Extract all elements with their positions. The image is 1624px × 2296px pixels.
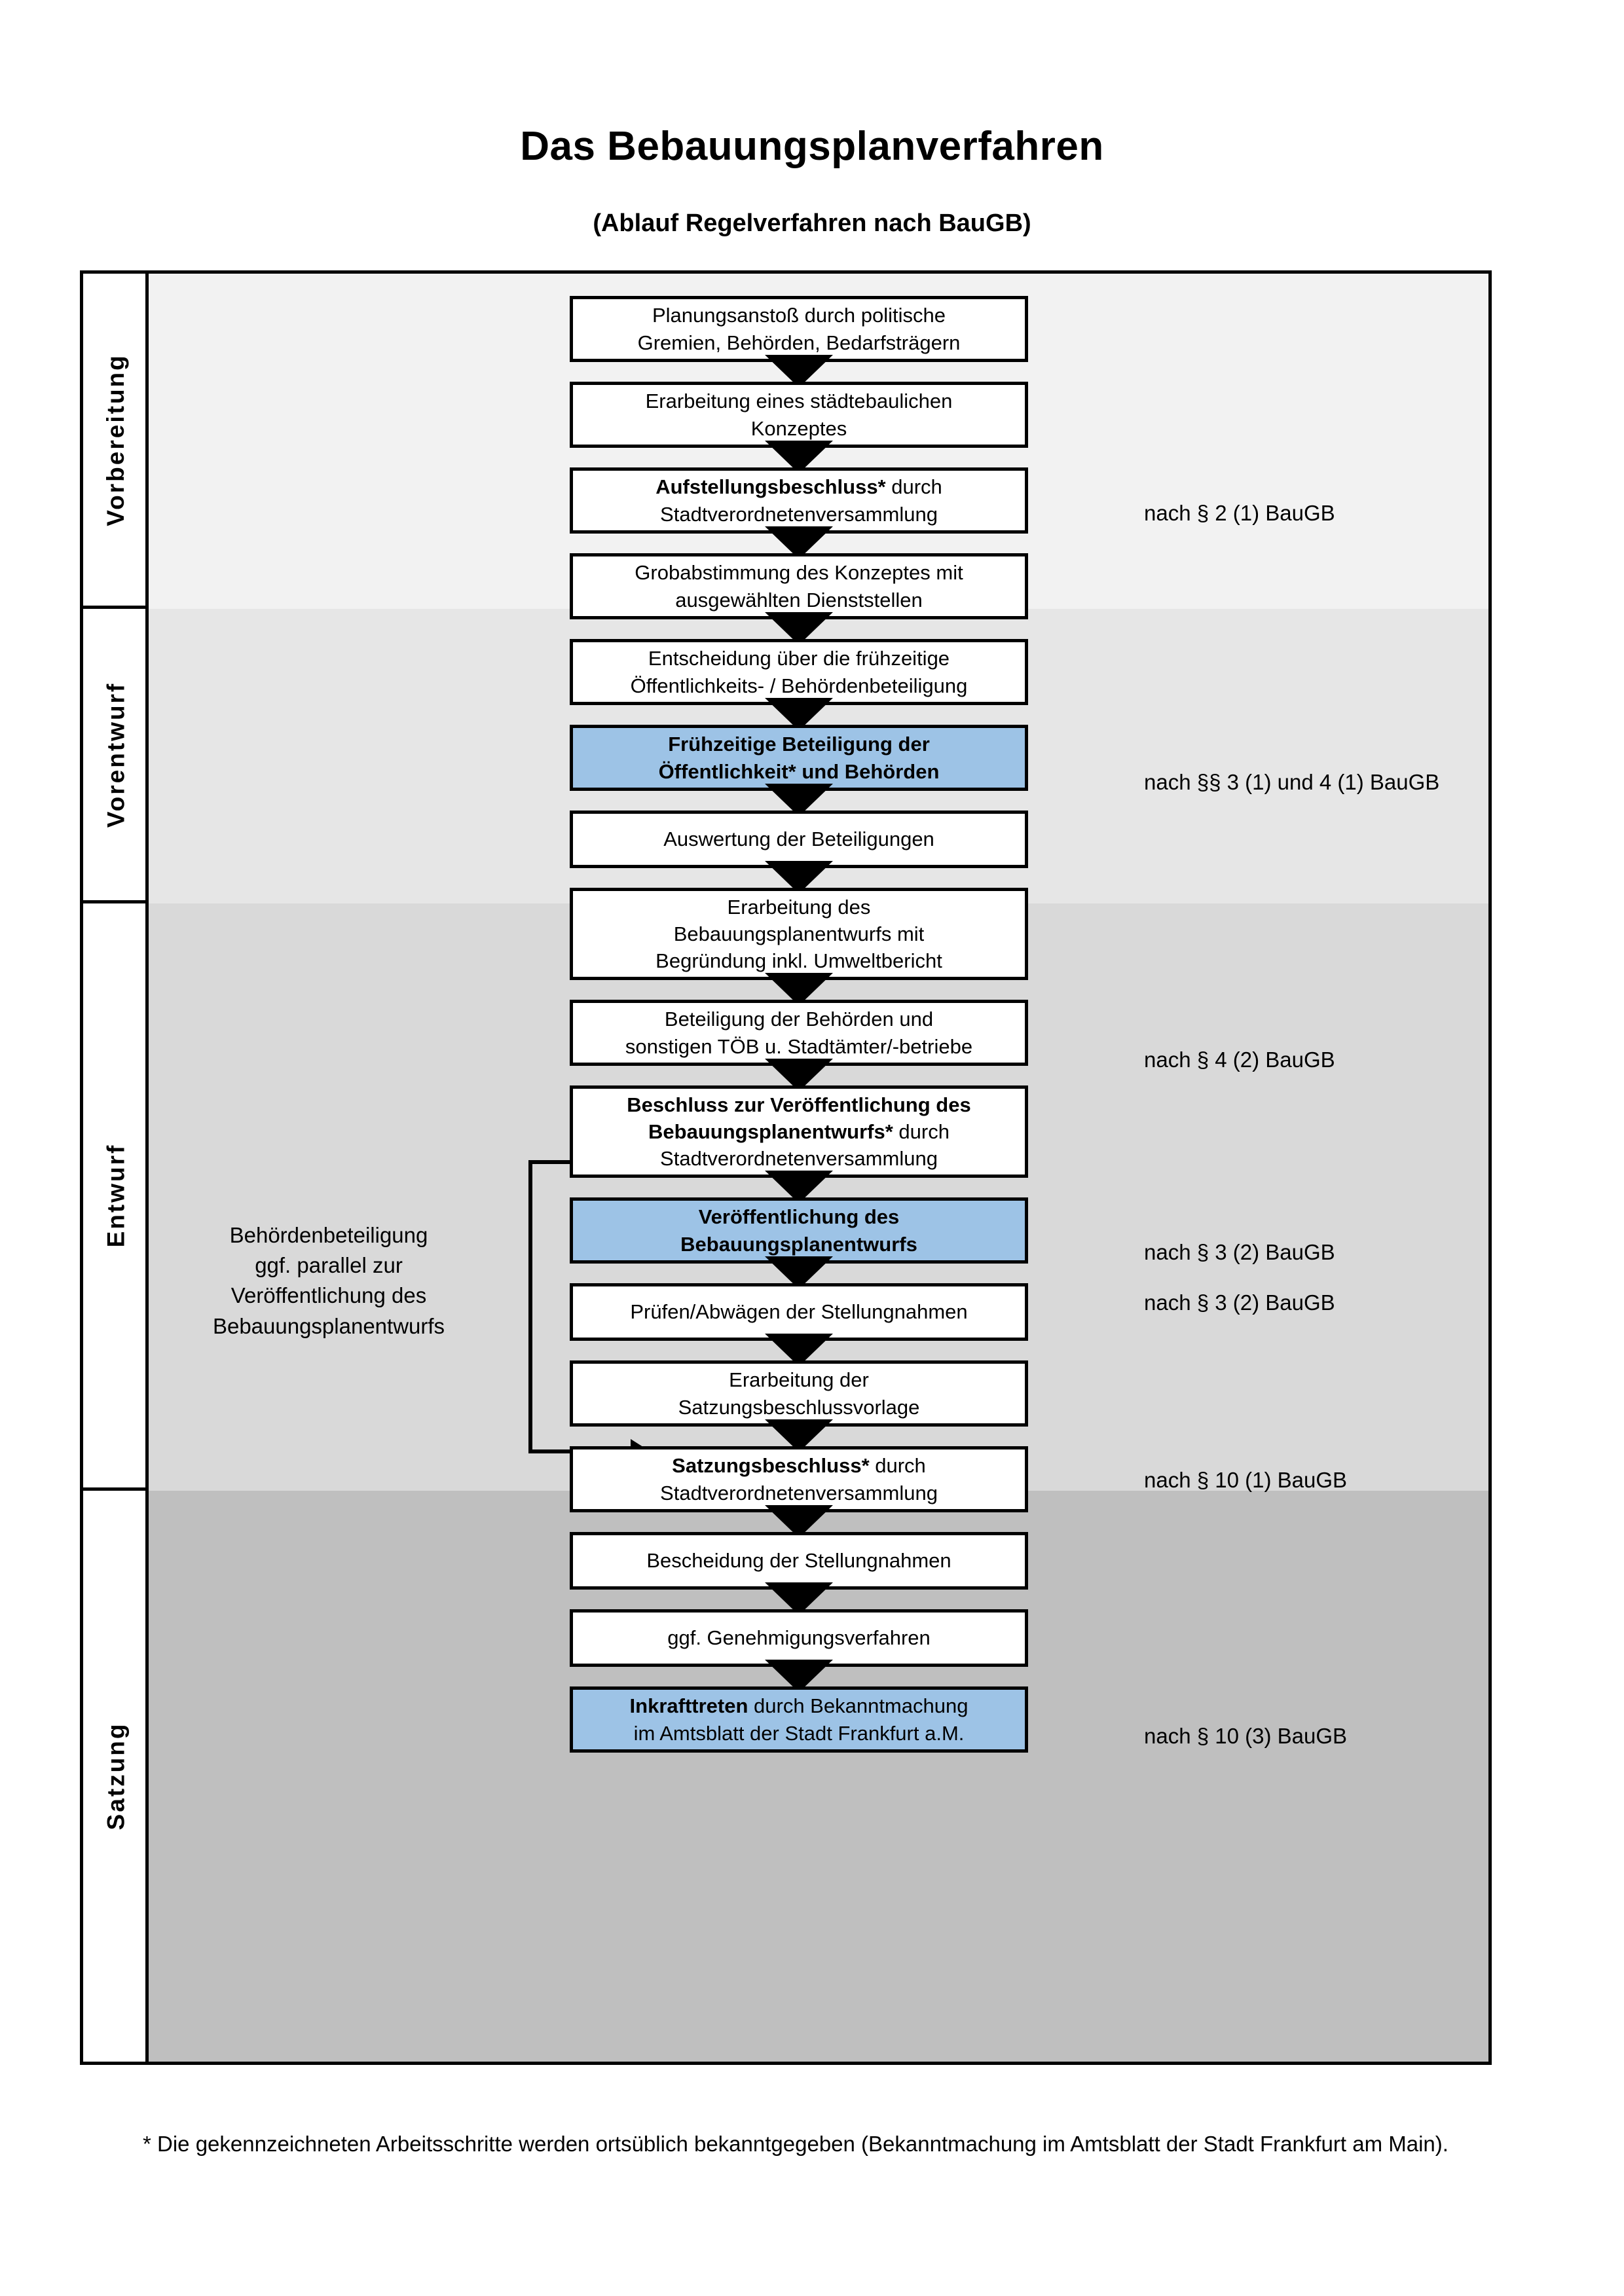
step-staedtebauliches-konzept[interactable]: Erarbeitung eines städtebaulichen Konzep… [570, 382, 1028, 448]
step-aufstellungsbeschluss-line-2: Stadtverordnetenversammlung [660, 502, 938, 526]
step-satzungsbeschlussvorlage-line-2: Satzungsbeschlussvorlage [678, 1395, 920, 1419]
ref-beschluss-veroeff: nach § 3 (2) BauGB [1144, 1240, 1335, 1264]
phase-cell-entwurf: Entwurf [83, 903, 149, 1491]
step-grobabstimmung-line-1: Grobabstimmung des Konzeptes mit [635, 561, 963, 585]
step-fruehzeitige-beteiligung-line-1: Frühzeitige Beteiligung der [668, 733, 930, 756]
phase-cell-satzung: Satzung [83, 1491, 149, 2062]
parallel-note-line-3: Veröffentlichung des [231, 1283, 427, 1308]
step-fruehzeitige-beteiligung[interactable]: Frühzeitige Beteiligung der Öffentlichke… [570, 725, 1028, 791]
step-genehmigungsverfahren-line-1: ggf. Genehmigungsverfahren [667, 1626, 931, 1650]
step-pruefen-abwaegen-line-1: Prüfen/Abwägen der Stellungnahmen [630, 1300, 968, 1324]
step-beschluss-veroeffentlichung[interactable]: Beschluss zur Veröffentlichung des Bebau… [570, 1085, 1028, 1178]
phase-label-entwurf: Entwurf [102, 1143, 130, 1248]
ref-veroeffentlichung: nach § 3 (2) BauGB [1144, 1290, 1335, 1315]
step-erarbeitung-entwurf-line-2: Bebauungsplanentwurfs mit [673, 922, 925, 945]
phase-sidebar: Vorbereitung Vorentwurf Entwurf Satzung [83, 274, 149, 2062]
step-beschluss-veroeffentlichung-line-1: Beschluss zur Veröffentlichung des [627, 1093, 971, 1116]
phase-cell-vorentwurf: Vorentwurf [83, 609, 149, 903]
ref-inkrafttreten: nach § 10 (3) BauGB [1144, 1724, 1348, 1748]
step-inkrafttreten[interactable]: Inkrafttreten durch Bekanntmachung im Am… [570, 1686, 1028, 1753]
ref-satzungsbeschluss: nach § 10 (1) BauGB [1144, 1468, 1348, 1492]
step-beschluss-veroeffentlichung-line-3: Stadtverordnetenversammlung [660, 1147, 938, 1171]
step-erarbeitung-entwurf-line-3: Begründung inkl. Umweltbericht [655, 949, 942, 973]
step-staedtebauliches-konzept-line-1: Erarbeitung eines städtebaulichen [645, 390, 953, 413]
phase-label-satzung: Satzung [102, 1722, 130, 1831]
step-satzungsbeschluss-line-2: Stadtverordnetenversammlung [660, 1481, 938, 1504]
step-auswertung-beteiligungen-line-1: Auswertung der Beteiligungen [663, 828, 934, 851]
step-pruefen-abwaegen[interactable]: Prüfen/Abwägen der Stellungnahmen [570, 1283, 1028, 1341]
step-aufstellungsbeschluss-bold: Aufstellungsbeschluss* [655, 475, 886, 499]
step-auswertung-beteiligungen[interactable]: Auswertung der Beteiligungen [570, 811, 1028, 868]
step-erarbeitung-entwurf[interactable]: Erarbeitung des Bebauungsplanentwurfs mi… [570, 888, 1028, 980]
step-beteiligung-behoerden-line-2: sonstigen TÖB u. Stadtämter/-betriebe [625, 1034, 973, 1058]
step-satzungsbeschluss[interactable]: Satzungsbeschluss* durch Stadtverordnete… [570, 1446, 1028, 1512]
step-veroeffentlichung-line-1: Veröffentlichung des [698, 1205, 900, 1229]
ref-fruehzeitige: nach §§ 3 (1) und 4 (1) BauGB [1144, 770, 1440, 794]
step-satzungsbeschluss-bold: Satzungsbeschluss* [672, 1454, 870, 1478]
step-grobabstimmung[interactable]: Grobabstimmung des Konzeptes mit ausgewä… [570, 553, 1028, 619]
step-inkrafttreten-bold: Inkrafttreten [629, 1694, 748, 1718]
step-entscheidung-fruehzeitig-line-2: Öffentlichkeits- / Behördenbeteiligung [630, 674, 968, 697]
flowchart-frame: Vorbereitung Vorentwurf Entwurf Satzung … [80, 270, 1492, 2065]
ref-behoerdenbeteiligung: nach § 4 (2) BauGB [1144, 1048, 1335, 1072]
step-beteiligung-behoerden[interactable]: Beteiligung der Behörden und sonstigen T… [570, 1000, 1028, 1066]
step-inkrafttreten-line-1: Inkrafttreten durch Bekanntmachung [629, 1694, 969, 1718]
bracket-top-segment [528, 1160, 600, 1164]
parallel-note-line-4: Bebauungsplanentwurfs [212, 1313, 445, 1338]
step-bescheidung[interactable]: Bescheidung der Stellungnahmen [570, 1532, 1028, 1590]
phase-cell-vorbereitung: Vorbereitung [83, 274, 149, 609]
page-subtitle: (Ablauf Regelverfahren nach BauGB) [593, 210, 1031, 237]
step-aufstellungsbeschluss-line-1: Aufstellungsbeschluss* durch [655, 475, 942, 499]
step-satzungsbeschluss-line-1: Satzungsbeschluss* durch [672, 1454, 926, 1478]
step-satzungsbeschlussvorlage-line-1: Erarbeitung der [729, 1368, 869, 1392]
step-beteiligung-behoerden-line-1: Beteiligung der Behörden und [664, 1008, 934, 1031]
step-bescheidung-line-1: Bescheidung der Stellungnahmen [646, 1549, 951, 1573]
step-fruehzeitige-beteiligung-line-2: Öffentlichkeit* und Behörden [658, 759, 940, 783]
parallel-note-line-1: Behördenbeteiligung [229, 1223, 428, 1247]
footnote: * Die gekennzeichneten Arbeitsschritte w… [143, 2132, 1449, 2156]
bracket-vertical-segment [528, 1160, 532, 1453]
step-satzungsbeschlussvorlage[interactable]: Erarbeitung der Satzungsbeschlussvorlage [570, 1360, 1028, 1427]
ref-aufstellungsbeschluss: nach § 2 (1) BauGB [1144, 501, 1335, 525]
step-planungsanstoss-line-2: Gremien, Behörden, Bedarfsträgern [637, 331, 961, 354]
step-staedtebauliches-konzept-line-2: Konzeptes [750, 416, 847, 440]
step-entscheidung-fruehzeitig-line-1: Entscheidung über die frühzeitige [648, 647, 950, 670]
step-planungsanstoss[interactable]: Planungsanstoß durch politische Gremien,… [570, 296, 1028, 362]
parallel-note: Behördenbeteiligung ggf. parallel zur Ve… [188, 1220, 470, 1341]
phase-label-vorentwurf: Vorentwurf [102, 682, 130, 828]
phase-label-vorbereitung: Vorbereitung [102, 353, 129, 526]
step-entscheidung-fruehzeitig[interactable]: Entscheidung über die frühzeitige Öffent… [570, 639, 1028, 705]
step-grobabstimmung-line-2: ausgewählten Dienststellen [675, 588, 923, 611]
step-beschluss-veroeffentlichung-line-2: Bebauungsplanentwurfs* durch [648, 1120, 950, 1143]
page-title: Das Bebauungsplanverfahren [520, 124, 1104, 169]
step-veroeffentlichung[interactable]: Veröffentlichung des Bebauungsplanentwur… [570, 1197, 1028, 1264]
step-erarbeitung-entwurf-line-1: Erarbeitung des [727, 895, 871, 919]
step-veroeffentlichung-line-2: Bebauungsplanentwurfs [680, 1232, 917, 1256]
step-aufstellungsbeschluss[interactable]: Aufstellungsbeschluss* durch Stadtverord… [570, 467, 1028, 534]
parallel-note-line-2: ggf. parallel zur [255, 1253, 403, 1278]
step-planungsanstoss-line-1: Planungsanstoß durch politische [652, 304, 946, 327]
step-genehmigungsverfahren[interactable]: ggf. Genehmigungsverfahren [570, 1609, 1028, 1667]
step-inkrafttreten-line-2: im Amtsblatt der Stadt Frankfurt a.M. [633, 1721, 965, 1745]
